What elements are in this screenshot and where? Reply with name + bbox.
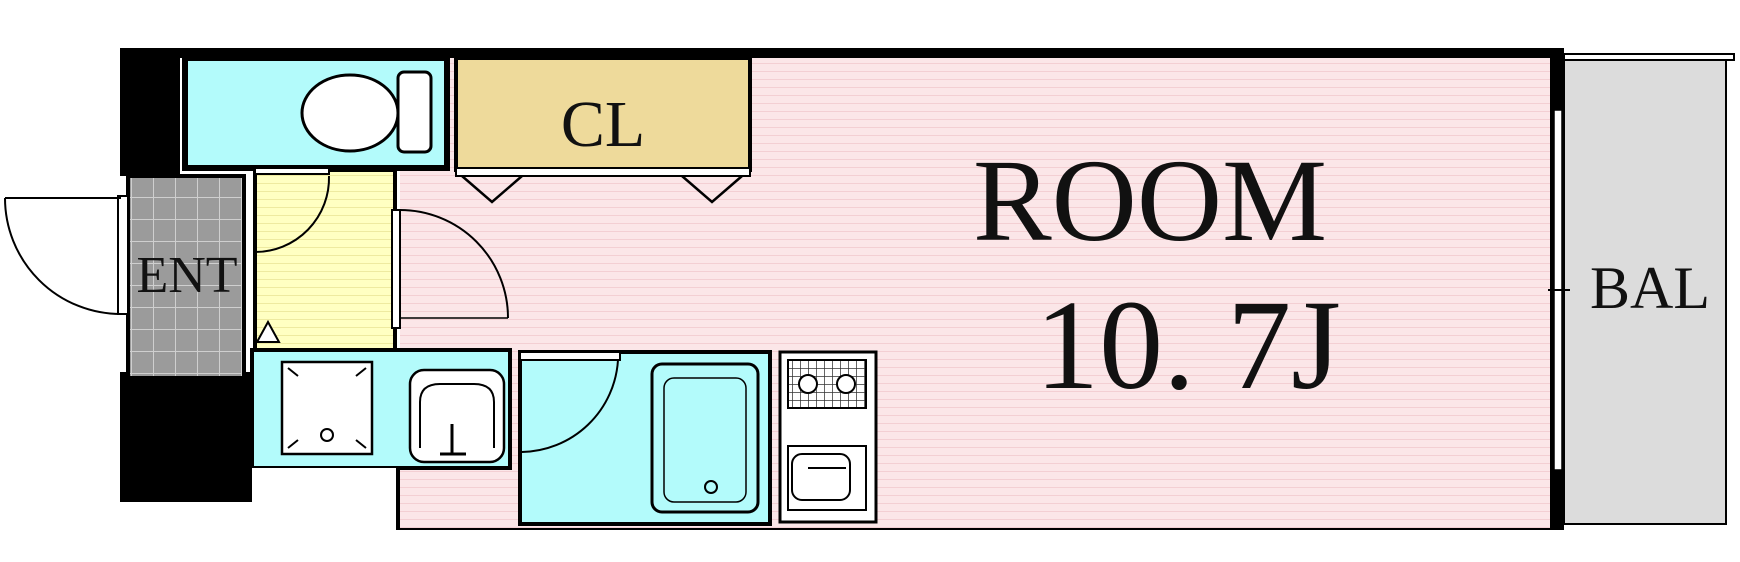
closet-door-left-icon xyxy=(461,175,523,204)
entrance-door-swing-icon xyxy=(4,197,122,315)
bathroom xyxy=(518,350,772,526)
washbasin-icon xyxy=(408,368,506,464)
toilet-tank-icon xyxy=(396,70,433,154)
toilet-bowl-icon xyxy=(300,73,400,153)
closet-label: CL xyxy=(561,88,645,161)
closet-door-right-icon xyxy=(681,175,743,204)
entrance: ENT xyxy=(4,174,246,380)
room-name-label: ROOM xyxy=(973,135,1327,266)
washing-machine-icon xyxy=(280,360,374,456)
hallway xyxy=(253,167,509,352)
closet: CL xyxy=(454,56,752,204)
entrance-label: ENT xyxy=(136,247,237,304)
washroom xyxy=(250,348,512,498)
room-size-label: 10. 7J xyxy=(1035,274,1341,416)
hall-arrow-icon xyxy=(255,319,281,343)
room-door-swing-icon xyxy=(399,209,509,319)
balcony: BAL xyxy=(1548,53,1735,525)
kitchen xyxy=(778,350,878,524)
toilet-room xyxy=(182,55,450,171)
balcony-label: BAL xyxy=(1590,255,1710,321)
hall-door-swing-icon xyxy=(254,175,331,253)
bath-door-swing-icon xyxy=(521,359,619,453)
